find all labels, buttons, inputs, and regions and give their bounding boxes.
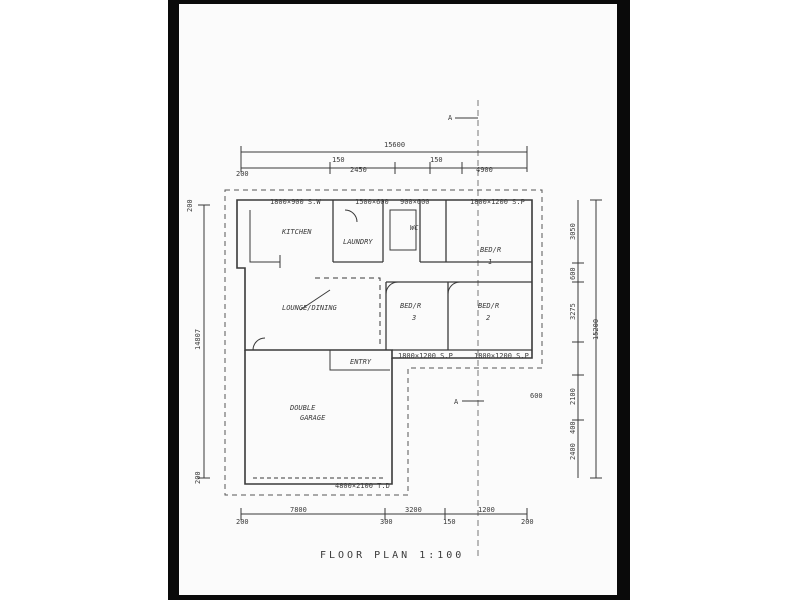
window-laundry: 1500×600 [355,198,389,206]
dim-3200: 3200 [405,506,422,514]
lounge-dashed [315,277,381,345]
garage-wall [244,350,393,485]
room-lounge: LOUNGE/DINING [282,304,338,312]
door-swing [252,337,266,351]
window-garage: 4800×2100 T.D [335,482,390,490]
dim-left-200: 200 [186,199,194,212]
room-bed1: BED/R [480,246,501,254]
paper-sheet [179,4,617,595]
dim-bottom-200b: 200 [521,518,534,526]
window-kitchen: 1800×900 S.W [270,198,321,206]
dim-bottom-200c: 200 [236,170,249,178]
room-laundry: LAUNDRY [343,238,373,246]
dim-left-200b: 200 [194,471,202,484]
dim-600: 600 [569,267,577,280]
dim-150b: 150 [430,156,443,164]
entry-wall [329,350,390,371]
dim-bottom-150: 150 [443,518,456,526]
window-bed3: 1800×1200 S.P [398,352,453,360]
dim-bottom-200a: 200 [236,518,249,526]
dim-3275: 3275 [569,303,577,320]
room-bed3: BED/R [400,302,421,310]
dim-2400: 2400 [569,443,577,460]
window-wc: 900×600 [400,198,430,206]
house-outer-wall [236,199,533,359]
room-garage-2: GARAGE [300,414,326,422]
dim-7800: 7800 [290,506,307,514]
dim-overall-width: 15600 [384,141,405,149]
section-label-bottom: A [454,398,459,406]
dim-400: 400 [569,421,577,434]
room-bed2: BED/R [478,302,499,310]
door-swing [447,281,461,295]
room-entry: ENTRY [350,358,372,366]
dim-3050: 3050 [569,223,577,240]
door-swing [344,209,358,223]
room-bed2-num: 2 [486,314,490,322]
kitchen-bench-outline [249,210,280,263]
dim-600-side: 600 [530,392,543,400]
dim-4900: 4900 [476,166,493,174]
room-bed3-num: 3 [411,314,416,322]
dim-1200: 1200 [478,506,495,514]
dim-bottom-300: 300 [380,518,393,526]
dim-overall-depth: 14807 [194,329,202,350]
window-bed2: 1800×1200 S.P [474,352,529,360]
room-bed1-num: 1 [488,258,492,266]
section-label-top: A [448,114,453,122]
dim-2450: 2450 [350,166,367,174]
dim-right-depth: 15200 [592,319,600,340]
door-swing [385,281,399,295]
window-bed1-top: 1800×1200 S.P [470,198,525,206]
room-garage-1: DOUBLE [289,404,316,412]
dim-150a: 150 [332,156,345,164]
room-wc: WC [410,224,419,232]
room-kitchen: KITCHEN [281,228,312,236]
lounge-diagonal [299,289,331,311]
eaves-outline [224,189,543,496]
bath-fixture [389,209,417,251]
dim-2100: 2100 [569,388,577,405]
plan-title: FLOOR PLAN 1:100 [320,550,464,561]
